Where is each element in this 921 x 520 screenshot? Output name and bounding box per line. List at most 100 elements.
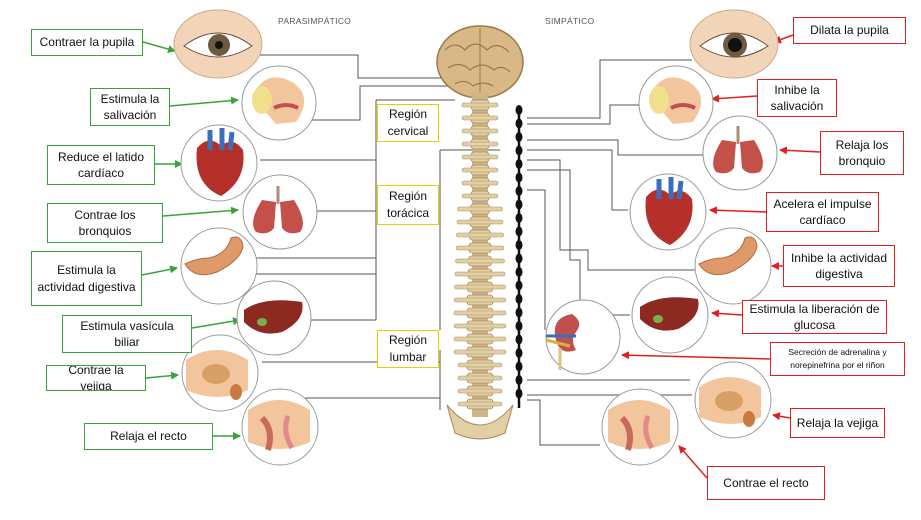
vertebra-process — [453, 310, 507, 316]
ganglion — [515, 388, 523, 399]
stomach-illustration-left — [180, 227, 258, 305]
ganglion — [515, 132, 523, 142]
vertebra-process — [461, 115, 499, 121]
sympathetic-label-bladder: Relaja la vejiga — [790, 408, 885, 438]
ganglion — [515, 159, 523, 169]
arrow-bronchi — [779, 146, 821, 155]
arrow-bladder-relax — [772, 412, 791, 421]
heart-illustration-left — [180, 124, 258, 202]
parasympathetic-label-bronchi: Contrae los bronquios — [47, 203, 163, 243]
vertebra-process — [453, 323, 507, 329]
sympathetic-ganglia-chain — [515, 105, 523, 408]
rectum-illustration-right — [601, 388, 679, 466]
vertebra-process — [454, 271, 506, 277]
ganglion — [515, 253, 523, 264]
vertebra-process — [454, 284, 506, 290]
sympathetic-header: SIMPÁTICO — [545, 16, 595, 26]
ganglion — [515, 213, 523, 223]
parasympathetic-arrows — [141, 41, 241, 440]
ganglion — [515, 361, 523, 372]
ganglion — [515, 145, 523, 156]
vertebra-process — [457, 362, 503, 368]
vertebra-process — [455, 258, 505, 264]
sympathetic-label-heart: Acelera el impulse cardíaco — [766, 192, 879, 232]
ganglion — [515, 321, 523, 331]
vertebra-process — [457, 401, 503, 407]
sympathetic-label-glucose: Estimula la liberación de glucosa — [742, 300, 887, 334]
arrow-bladder — [145, 371, 179, 380]
sympathetic-label-adrenaline: Secreción de adrenalina y norepinefrina … — [770, 342, 905, 376]
vertebra-process — [461, 193, 499, 199]
region-label-toracica: Región torácica — [377, 185, 439, 225]
vertebra-process — [453, 297, 507, 303]
spinal-column-illustration — [446, 92, 514, 440]
vertebra-process — [455, 245, 505, 251]
ganglion — [515, 348, 523, 358]
vertebra-process — [457, 375, 503, 381]
arrow-inhibit-salivation — [711, 94, 758, 103]
ganglion — [515, 267, 523, 277]
vertebra-process — [461, 154, 499, 160]
bladder-illustration-right — [694, 361, 772, 439]
parasympathetic-organs — [173, 9, 319, 466]
vertebra-process — [461, 128, 499, 134]
vertebra-process — [456, 232, 504, 238]
liver-illustration-left — [236, 280, 312, 356]
sympathetic-label-rectum: Contrae el recto — [707, 466, 825, 500]
ganglion — [515, 105, 523, 115]
vertebra-process — [453, 349, 507, 355]
sympathetic-organs — [545, 9, 779, 466]
arrow-pupil — [142, 41, 176, 53]
parasympathetic-label-gallbladder: Estimula vasícula biliar — [62, 315, 192, 353]
vertebra-process — [461, 180, 499, 186]
parasympathetic-label-salivation: Estimula la salivación — [90, 88, 170, 126]
arrow-lungs — [162, 206, 239, 217]
sympathetic-label-salivation: Inhibe la salivación — [757, 79, 837, 117]
eye-illustration-left — [173, 9, 263, 79]
lungs-illustration-right — [702, 115, 778, 191]
parasympathetic-label-pupil: Contraer la pupila — [31, 29, 143, 56]
arrow-heart-rate — [709, 206, 767, 215]
parasympathetic-label-rectum: Relaja el recto — [84, 423, 213, 450]
vertebra-process — [457, 206, 503, 212]
sympathetic-label-digestive: Inhibe la actividad digestiva — [783, 245, 895, 287]
rectum-illustration-left — [241, 388, 319, 466]
ganglion — [515, 294, 523, 304]
parasympathetic-header: PARASIMPÁTICO — [278, 16, 352, 26]
arrow-adrenaline — [621, 351, 771, 360]
parasympathetic-label-bladder: Contrae la vejiga — [46, 365, 146, 391]
region-label-cervical: Región cervical — [377, 104, 439, 142]
ganglion — [515, 118, 523, 129]
salivary-gland-illustration-left — [241, 65, 317, 141]
vertebra-process — [453, 336, 507, 342]
bladder-illustration-left — [181, 334, 259, 412]
sympathetic-label-bronchi: Relaja los bronquio — [820, 131, 904, 175]
brain-illustration — [436, 25, 524, 99]
ganglion — [515, 307, 523, 318]
nerve-lines — [245, 54, 703, 446]
arrow-rectum-contract — [678, 445, 708, 479]
ganglion — [515, 280, 523, 291]
region-label-lumbar: Región lumbar — [377, 330, 439, 368]
ganglion — [515, 199, 523, 210]
stomach-illustration-right — [694, 227, 772, 305]
arrow-gallbladder — [191, 317, 241, 329]
heart-illustration-right — [629, 173, 707, 251]
arrow-glucose — [711, 309, 743, 318]
lungs-illustration-left — [242, 174, 318, 250]
sympathetic-label-pupil: Dilata la pupila — [793, 17, 906, 44]
eye-illustration-right — [689, 9, 779, 79]
ganglion — [515, 226, 523, 237]
ganglion — [515, 172, 523, 183]
vertebra-process — [461, 102, 499, 108]
vertebra-process — [461, 141, 499, 147]
kidney-illustration-right — [545, 299, 621, 375]
ganglion — [515, 186, 523, 196]
parasympathetic-label-heart: Reduce el latido cardíaco — [47, 145, 155, 185]
vertebra-process — [461, 167, 499, 173]
ganglion — [515, 240, 523, 250]
sympathetic-arrows — [621, 34, 821, 479]
vertebra-process — [457, 388, 503, 394]
